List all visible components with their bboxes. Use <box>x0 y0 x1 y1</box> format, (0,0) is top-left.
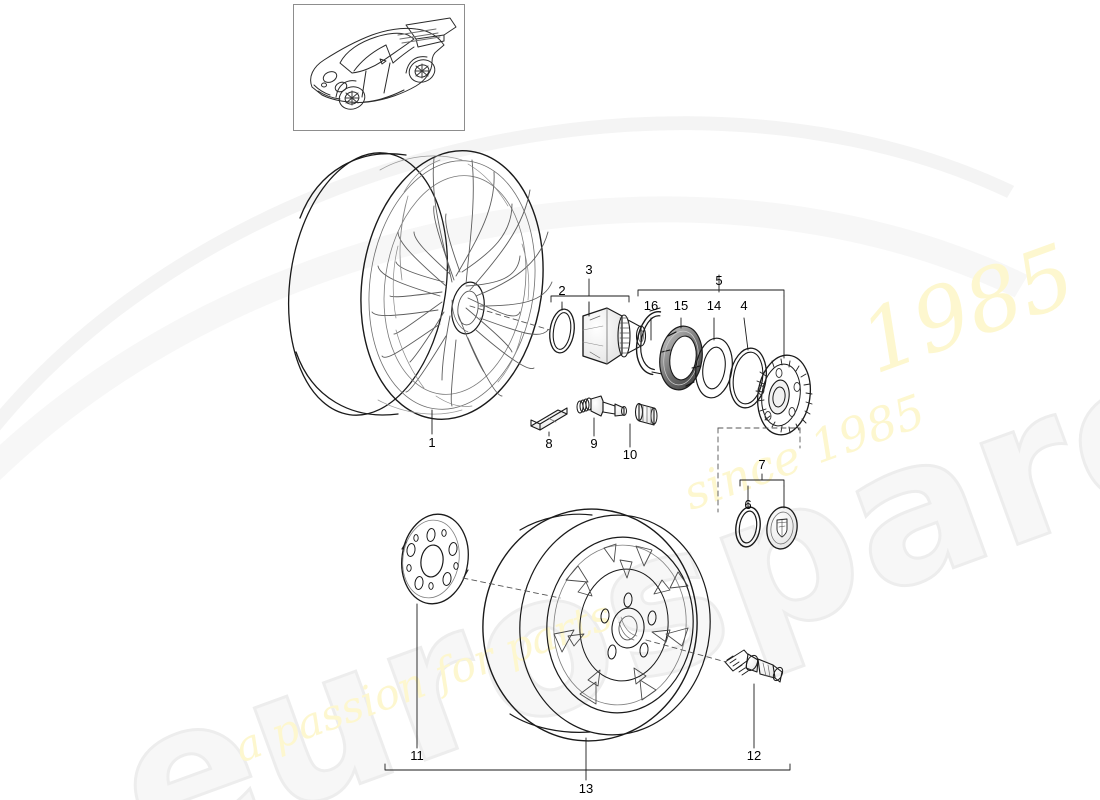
callout-9: 9 <box>590 436 598 451</box>
part-o-ring-cap-seal <box>735 506 761 548</box>
part-o-ring-seal <box>549 308 575 354</box>
part-tyre-valve-stem <box>576 395 627 417</box>
callout-4: 4 <box>740 298 748 313</box>
vehicle-thumbnail <box>293 4 465 131</box>
porsche-911-gt3-icon <box>310 17 457 110</box>
part-alloy-road-wheel <box>287 150 553 420</box>
part-o-ring <box>729 347 767 409</box>
part-bearing-race-ring <box>659 325 703 391</box>
callout-11: 11 <box>410 748 424 763</box>
part-valve-cap <box>634 402 658 426</box>
part-wheel-centre-cap-crest <box>766 506 798 550</box>
leader-lines <box>384 274 801 781</box>
callout-15: 15 <box>673 298 689 313</box>
part-wheel-bolt <box>724 649 784 683</box>
part-central-locking-hub-nut <box>582 307 647 365</box>
part-wheel-hub-assembly <box>755 354 813 436</box>
callout-10: 10 <box>622 447 638 462</box>
callout-7: 7 <box>758 457 766 472</box>
callout-13: 13 <box>578 781 594 796</box>
callout-8: 8 <box>545 436 553 451</box>
part-circlip-snap-ring <box>635 307 663 376</box>
callout-2: 2 <box>558 283 566 298</box>
callout-6: 6 <box>744 497 752 512</box>
part-wheel-spacer-adapter-plate <box>401 513 469 605</box>
part-thrust-washer <box>695 337 733 399</box>
callout-3: 3 <box>585 262 593 277</box>
callout-16: 16 <box>643 298 659 313</box>
callout-1: 1 <box>428 435 436 450</box>
callout-5: 5 <box>715 273 723 288</box>
part-balance-weight <box>530 407 568 431</box>
callout-14: 14 <box>706 298 722 313</box>
callout-12: 12 <box>746 748 762 763</box>
part-spare-wheel-assembly <box>482 508 711 742</box>
